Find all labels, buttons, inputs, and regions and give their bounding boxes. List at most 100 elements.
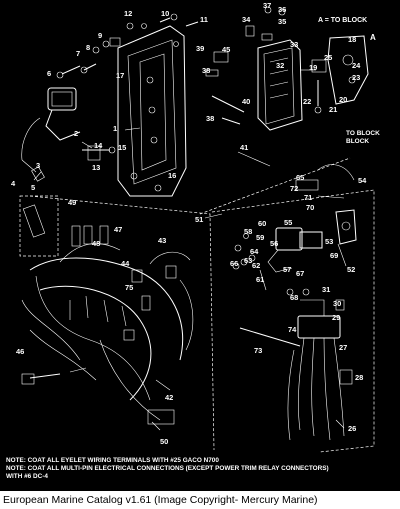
starter-relay-group [267, 164, 357, 273]
part-label-24: 24 [352, 61, 361, 70]
boundary-lower-left [29, 195, 215, 451]
mounting-plate [117, 25, 187, 197]
part-label-67: 67 [296, 269, 304, 278]
part-label-10: 10 [161, 9, 169, 18]
part-label-17: 17 [116, 71, 124, 80]
part-label-38b: 38 [206, 114, 214, 123]
part-label-27: 27 [339, 343, 347, 352]
part-label-46: 46 [16, 347, 24, 356]
part-label-64: 64 [250, 247, 259, 256]
part-label-73: 73 [254, 346, 262, 355]
regulator-bracket [300, 35, 369, 114]
part-label-7: 7 [76, 49, 80, 58]
part-label-4: 4 [11, 179, 16, 188]
part-label-47: 47 [114, 225, 122, 234]
part-label-13: 13 [92, 163, 100, 172]
part-label-25: 25 [324, 53, 332, 62]
part-label-38: 38 [202, 66, 210, 75]
part-label-54: 54 [358, 176, 367, 185]
part-label-65: 65 [296, 173, 304, 182]
boundary-callout-box [19, 195, 59, 257]
diagram-frame: A = TO BLOCK A TO BLOCK BLOCK [0, 0, 400, 491]
part-label-31: 31 [322, 285, 330, 294]
part-label-48: 48 [92, 239, 100, 248]
part-number-callouts: 1 2 3 4 5 6 7 8 9 10 11 12 13 14 15 16 1… [11, 1, 367, 446]
part-label-18: 18 [348, 35, 356, 44]
part-label-23: 23 [352, 73, 360, 82]
part-label-74: 74 [288, 325, 297, 334]
part-label-16: 16 [168, 171, 176, 180]
to-block-legend: A = TO BLOCK [318, 17, 367, 24]
part-label-11: 11 [200, 15, 208, 24]
exploded-parts-diagram: A = TO BLOCK A TO BLOCK BLOCK [11, 1, 380, 453]
part-label-9: 9 [98, 31, 102, 40]
leader-lines [33, 127, 347, 429]
part-label-20: 20 [339, 95, 347, 104]
note-line-3: WITH #6 DC-4 [6, 473, 48, 481]
part-label-68: 68 [290, 293, 298, 302]
part-label-39: 39 [196, 44, 204, 53]
part-label-55: 55 [284, 218, 292, 227]
to-block-label: TO BLOCK [346, 130, 380, 137]
image-caption: European Marine Catalog v1.61 (Image Cop… [3, 494, 318, 506]
small-fasteners-left [56, 13, 199, 161]
part-label-14: 14 [94, 141, 103, 150]
ecm-module [205, 6, 303, 131]
part-label-41: 41 [240, 143, 248, 152]
part-label-3: 3 [36, 161, 40, 170]
part-label-42: 42 [165, 393, 173, 402]
part-label-62: 62 [252, 261, 260, 270]
part-label-43: 43 [158, 236, 166, 245]
part-label-37: 37 [263, 1, 271, 10]
part-label-66: 66 [230, 259, 238, 268]
part-label-57: 57 [283, 265, 291, 274]
part-label-44: 44 [121, 259, 130, 268]
part-label-60: 60 [258, 219, 266, 228]
part-label-36: 36 [278, 5, 286, 14]
boundary-right-box [211, 189, 375, 453]
part-label-49: 49 [68, 198, 76, 207]
part-label-19: 19 [309, 63, 317, 72]
part-label-52: 52 [347, 265, 355, 274]
misc-right-parts [232, 233, 345, 347]
to-block-label-line2: BLOCK [346, 138, 369, 145]
part-label-26: 26 [348, 424, 356, 433]
part-label-51: 51 [195, 215, 203, 224]
note-line-1: NOTE: COAT ALL EYELET WIRING TERMINALS W… [6, 457, 219, 464]
part-label-5: 5 [31, 183, 35, 192]
note-line-2: NOTE: COAT ALL MULTI-PIN ELECTRICAL CONN… [6, 465, 329, 473]
part-label-70: 70 [306, 203, 314, 212]
part-label-75: 75 [125, 283, 133, 292]
part-label-69: 69 [330, 251, 338, 260]
part-label-28: 28 [355, 373, 363, 382]
part-label-56: 56 [270, 239, 278, 248]
part-label-63: 63 [244, 256, 252, 265]
part-label-71: 71 [304, 193, 312, 202]
part-label-12: 12 [124, 9, 132, 18]
part-label-6: 6 [47, 69, 51, 78]
part-label-15: 15 [118, 143, 126, 152]
part-label-33: 33 [290, 40, 298, 49]
part-label-35: 35 [278, 17, 286, 26]
part-label-53: 53 [325, 237, 333, 246]
ignition-coil [21, 87, 81, 182]
part-label-45: 45 [222, 45, 230, 54]
part-label-61: 61 [256, 275, 264, 284]
trim-harness [287, 299, 353, 441]
part-label-22: 22 [303, 97, 311, 106]
part-label-40: 40 [242, 97, 250, 106]
part-label-72: 72 [290, 184, 298, 193]
assembly-notes: NOTE: COAT ALL EYELET WIRING TERMINALS W… [6, 457, 398, 482]
part-label-32: 32 [276, 61, 284, 70]
part-label-50: 50 [160, 437, 168, 446]
part-label-21: 21 [329, 105, 337, 114]
part-label-1: 1 [113, 124, 117, 133]
boundary-diagonal [199, 157, 351, 215]
part-label-30: 30 [333, 299, 341, 308]
part-label-59: 59 [256, 233, 264, 242]
callout-a-label: A [370, 33, 376, 42]
main-wiring-harness [21, 204, 194, 431]
part-label-29: 29 [332, 313, 340, 322]
part-label-2: 2 [74, 129, 78, 138]
part-label-58: 58 [244, 227, 252, 236]
